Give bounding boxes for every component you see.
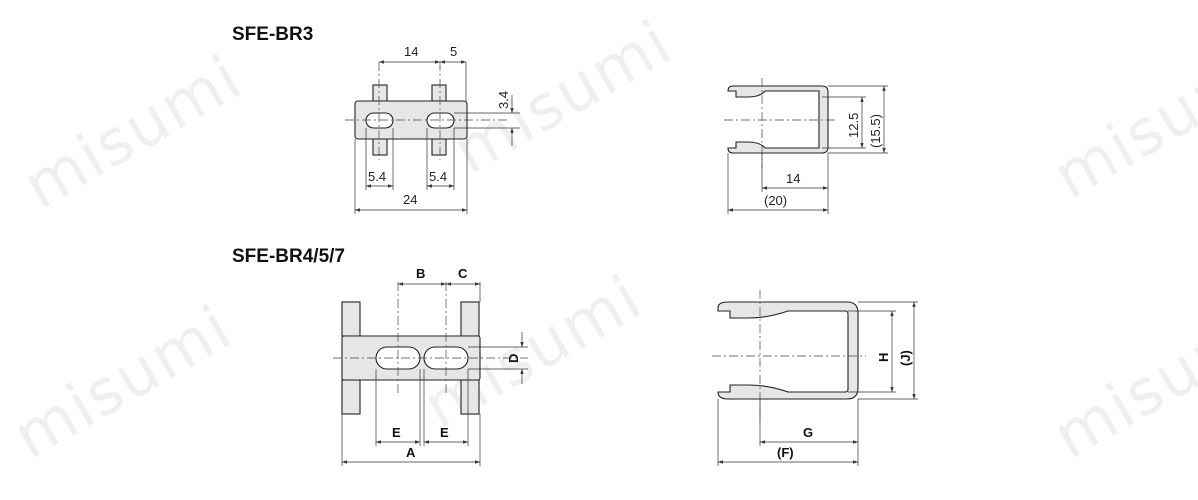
br457-dim-B: B (416, 266, 425, 281)
br457-dim-A: A (406, 445, 416, 460)
br457-tab-top-right (460, 301, 480, 337)
br3-tab-bottom-left (372, 138, 388, 156)
sfe-br3-title: SFE-BR3 (232, 24, 313, 45)
br3-dim-14-side: 14 (786, 171, 800, 186)
br457-tab-bottom-left (341, 379, 361, 415)
br3-dim-20: (20) (764, 193, 787, 208)
br457-tab-bottom-right (460, 379, 480, 415)
br457-dim-J: (J) (898, 350, 913, 366)
br3-dim-12-5: 12.5 (846, 113, 861, 138)
br3-dim-5: 5 (450, 44, 457, 59)
watermark-4: misumi (1, 290, 244, 473)
br3-dim-5-4-right: 5.4 (429, 169, 447, 184)
watermark-1: misumi (11, 40, 254, 223)
sfe-br3-side-view: 12.5 (15.5) 14 (20) (724, 78, 888, 214)
br3-tab-bottom-right (431, 138, 447, 156)
br3-tab-top-right (431, 84, 447, 102)
br3-dim-3-4: 3.4 (496, 91, 511, 109)
br3-dim-15-5: (15.5) (868, 114, 883, 148)
br3-dim-24: 24 (403, 192, 417, 207)
br457-dim-E-left: E (392, 425, 401, 440)
watermark-group: misumi misumi misumi misumi misumi misum… (1, 5, 1198, 473)
sfe-br457-title: SFE-BR4/5/7 (232, 246, 345, 267)
br3-dim-14: 14 (404, 44, 418, 59)
br3-dim-5-4-left: 5.4 (368, 169, 386, 184)
br457-dim-D: D (506, 354, 521, 363)
br3-slot-right (426, 112, 455, 129)
br457-tab-top-left (341, 301, 361, 337)
br457-dim-G: G (803, 425, 813, 440)
br457-dim-C: C (458, 266, 468, 281)
sfe-br3-top-view: 14 5 3.4 5.4 5.4 24 (345, 44, 520, 214)
br3-tab-top-left (372, 84, 388, 102)
br457-dim-F: (F) (777, 445, 794, 460)
sfe-br457-side-view: H (J) G (F) (712, 290, 918, 466)
watermark-6: misumi (1041, 290, 1198, 473)
watermark-2: misumi (441, 5, 684, 188)
br3-slot-left (365, 112, 394, 129)
br457-dim-H: H (876, 353, 891, 362)
sfe-br457-top-view: B C D E E A (333, 266, 528, 466)
br3-clip-profile (727, 85, 829, 154)
watermark-3: misumi (1041, 30, 1198, 213)
br457-clip-profile (717, 301, 859, 400)
br457-dim-E-right: E (440, 425, 449, 440)
